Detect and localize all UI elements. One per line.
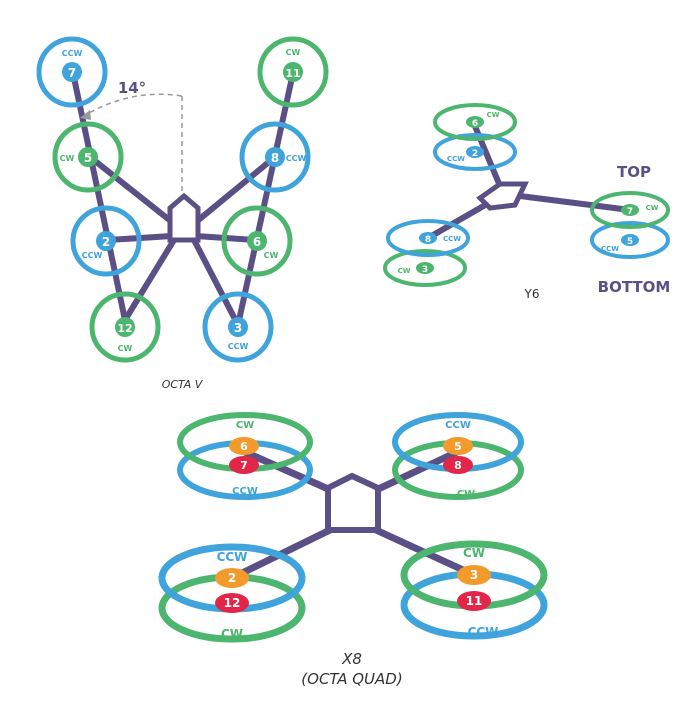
octa-v-motor-11: 11 CW — [257, 36, 329, 108]
y6-group: 6 2 CW CCW 7 5 CW CCW TOP BOTTOM 8 3 CCW — [383, 103, 671, 301]
motor-number: 7 — [68, 66, 76, 80]
motor-direction-top: CCW — [445, 420, 471, 431]
motor-number: 8 — [271, 151, 279, 165]
motor-number-bottom: 5 — [627, 237, 633, 247]
motor-direction-top: CW — [463, 546, 485, 560]
motor-direction: CW — [264, 251, 279, 260]
motor-direction: CW — [60, 154, 75, 163]
octa-v-caption: OCTA V — [162, 378, 204, 391]
x8-motor-top-left: 6 7 CW CCW — [177, 412, 313, 500]
x8-caption-line1: X8 — [341, 650, 362, 668]
y6-motor-right: 7 5 CW CCW — [590, 191, 670, 259]
x8-motor-top-right: 5 8 CCW CW — [392, 412, 524, 500]
motor-number-bottom: 11 — [466, 594, 483, 608]
motor-number: 12 — [117, 322, 132, 335]
y6-center-body — [476, 181, 529, 211]
motor-number-bottom: 3 — [422, 265, 428, 275]
y6-caption: Y6 — [524, 287, 540, 301]
y6-bottom-label: BOTTOM — [598, 278, 671, 296]
x8-center-body — [325, 472, 381, 533]
y6-motor-left: 8 3 CCW CW — [383, 219, 470, 287]
motor-number: 2 — [102, 235, 110, 249]
motor-direction-top: CW — [487, 111, 500, 119]
octa-v-center-body — [167, 192, 201, 243]
motor-number: 11 — [285, 67, 300, 80]
motor-number-bottom: 8 — [454, 459, 462, 472]
motor-direction: CCW — [82, 251, 103, 260]
y6-motor-front: 6 2 CW CCW — [433, 103, 517, 171]
motor-number-top: 6 — [472, 119, 478, 129]
octa-v-motor-8: 8 CCW — [239, 121, 311, 193]
motor-number-top: 2 — [228, 571, 236, 585]
motor-direction-bottom: CCW — [447, 155, 465, 163]
y6-top-label: TOP — [617, 163, 651, 181]
motor-direction-bottom: CW — [221, 627, 243, 641]
octa-v-motor-6: 6 CW — [221, 205, 293, 277]
x8-group: 6 7 CW CCW 5 8 CCW CW 2 12 CCW CW — [158, 412, 548, 688]
octa-v-angle-arrow — [80, 110, 91, 120]
motor-number: 6 — [253, 235, 261, 249]
motor-direction-top: CW — [646, 204, 659, 212]
motor-number-top: 7 — [627, 207, 633, 217]
motor-direction-top: CCW — [217, 550, 248, 564]
motor-direction: CCW — [62, 49, 83, 58]
motor-direction-bottom: CCW — [601, 245, 619, 253]
octa-v-motor-2: 2 CCW — [70, 205, 142, 277]
motor-number: 3 — [234, 321, 242, 335]
motor-number-top: 3 — [470, 568, 478, 582]
motor-direction: CW — [286, 48, 301, 57]
x8-motor-bottom-left: 2 12 CCW CW — [158, 543, 306, 643]
octa-v-group: 14° 7 CCW 5 CW 2 CCW 12 CW — [36, 36, 329, 391]
motor-direction-bottom: CCW — [468, 625, 499, 639]
motor-number-top: 6 — [240, 440, 248, 453]
motor-number-bottom: 12 — [224, 596, 241, 610]
octa-v-motor-7: 7 CCW — [36, 36, 108, 108]
x8-motor-bottom-right: 3 11 CW CCW — [400, 540, 548, 640]
octa-v-motor-5: 5 CW — [52, 121, 124, 193]
octa-v-angle-label: 14° — [118, 79, 146, 97]
octa-v-angle-arc — [81, 93, 183, 118]
motor-number-top: 8 — [425, 235, 431, 245]
motor-number-top: 5 — [454, 440, 462, 453]
motor-direction: CW — [118, 344, 133, 353]
motor-direction-bottom: CW — [398, 267, 411, 275]
motor-direction: CCW — [286, 154, 307, 163]
motor-number-bottom: 7 — [240, 459, 248, 472]
motor-number: 5 — [84, 151, 92, 165]
motor-direction-bottom: CW — [457, 489, 475, 500]
x8-caption-line2: (OCTA QUAD) — [301, 670, 402, 688]
motor-direction-top: CCW — [443, 235, 461, 243]
motor-number-bottom: 2 — [472, 149, 478, 159]
octa-v-motor-3: 3 CCW — [202, 291, 274, 363]
octa-v-motor-12: 12 CW — [89, 291, 161, 363]
motor-direction-top: CW — [236, 420, 254, 431]
motor-direction-bottom: CCW — [232, 486, 258, 497]
motor-direction: CCW — [228, 342, 249, 351]
